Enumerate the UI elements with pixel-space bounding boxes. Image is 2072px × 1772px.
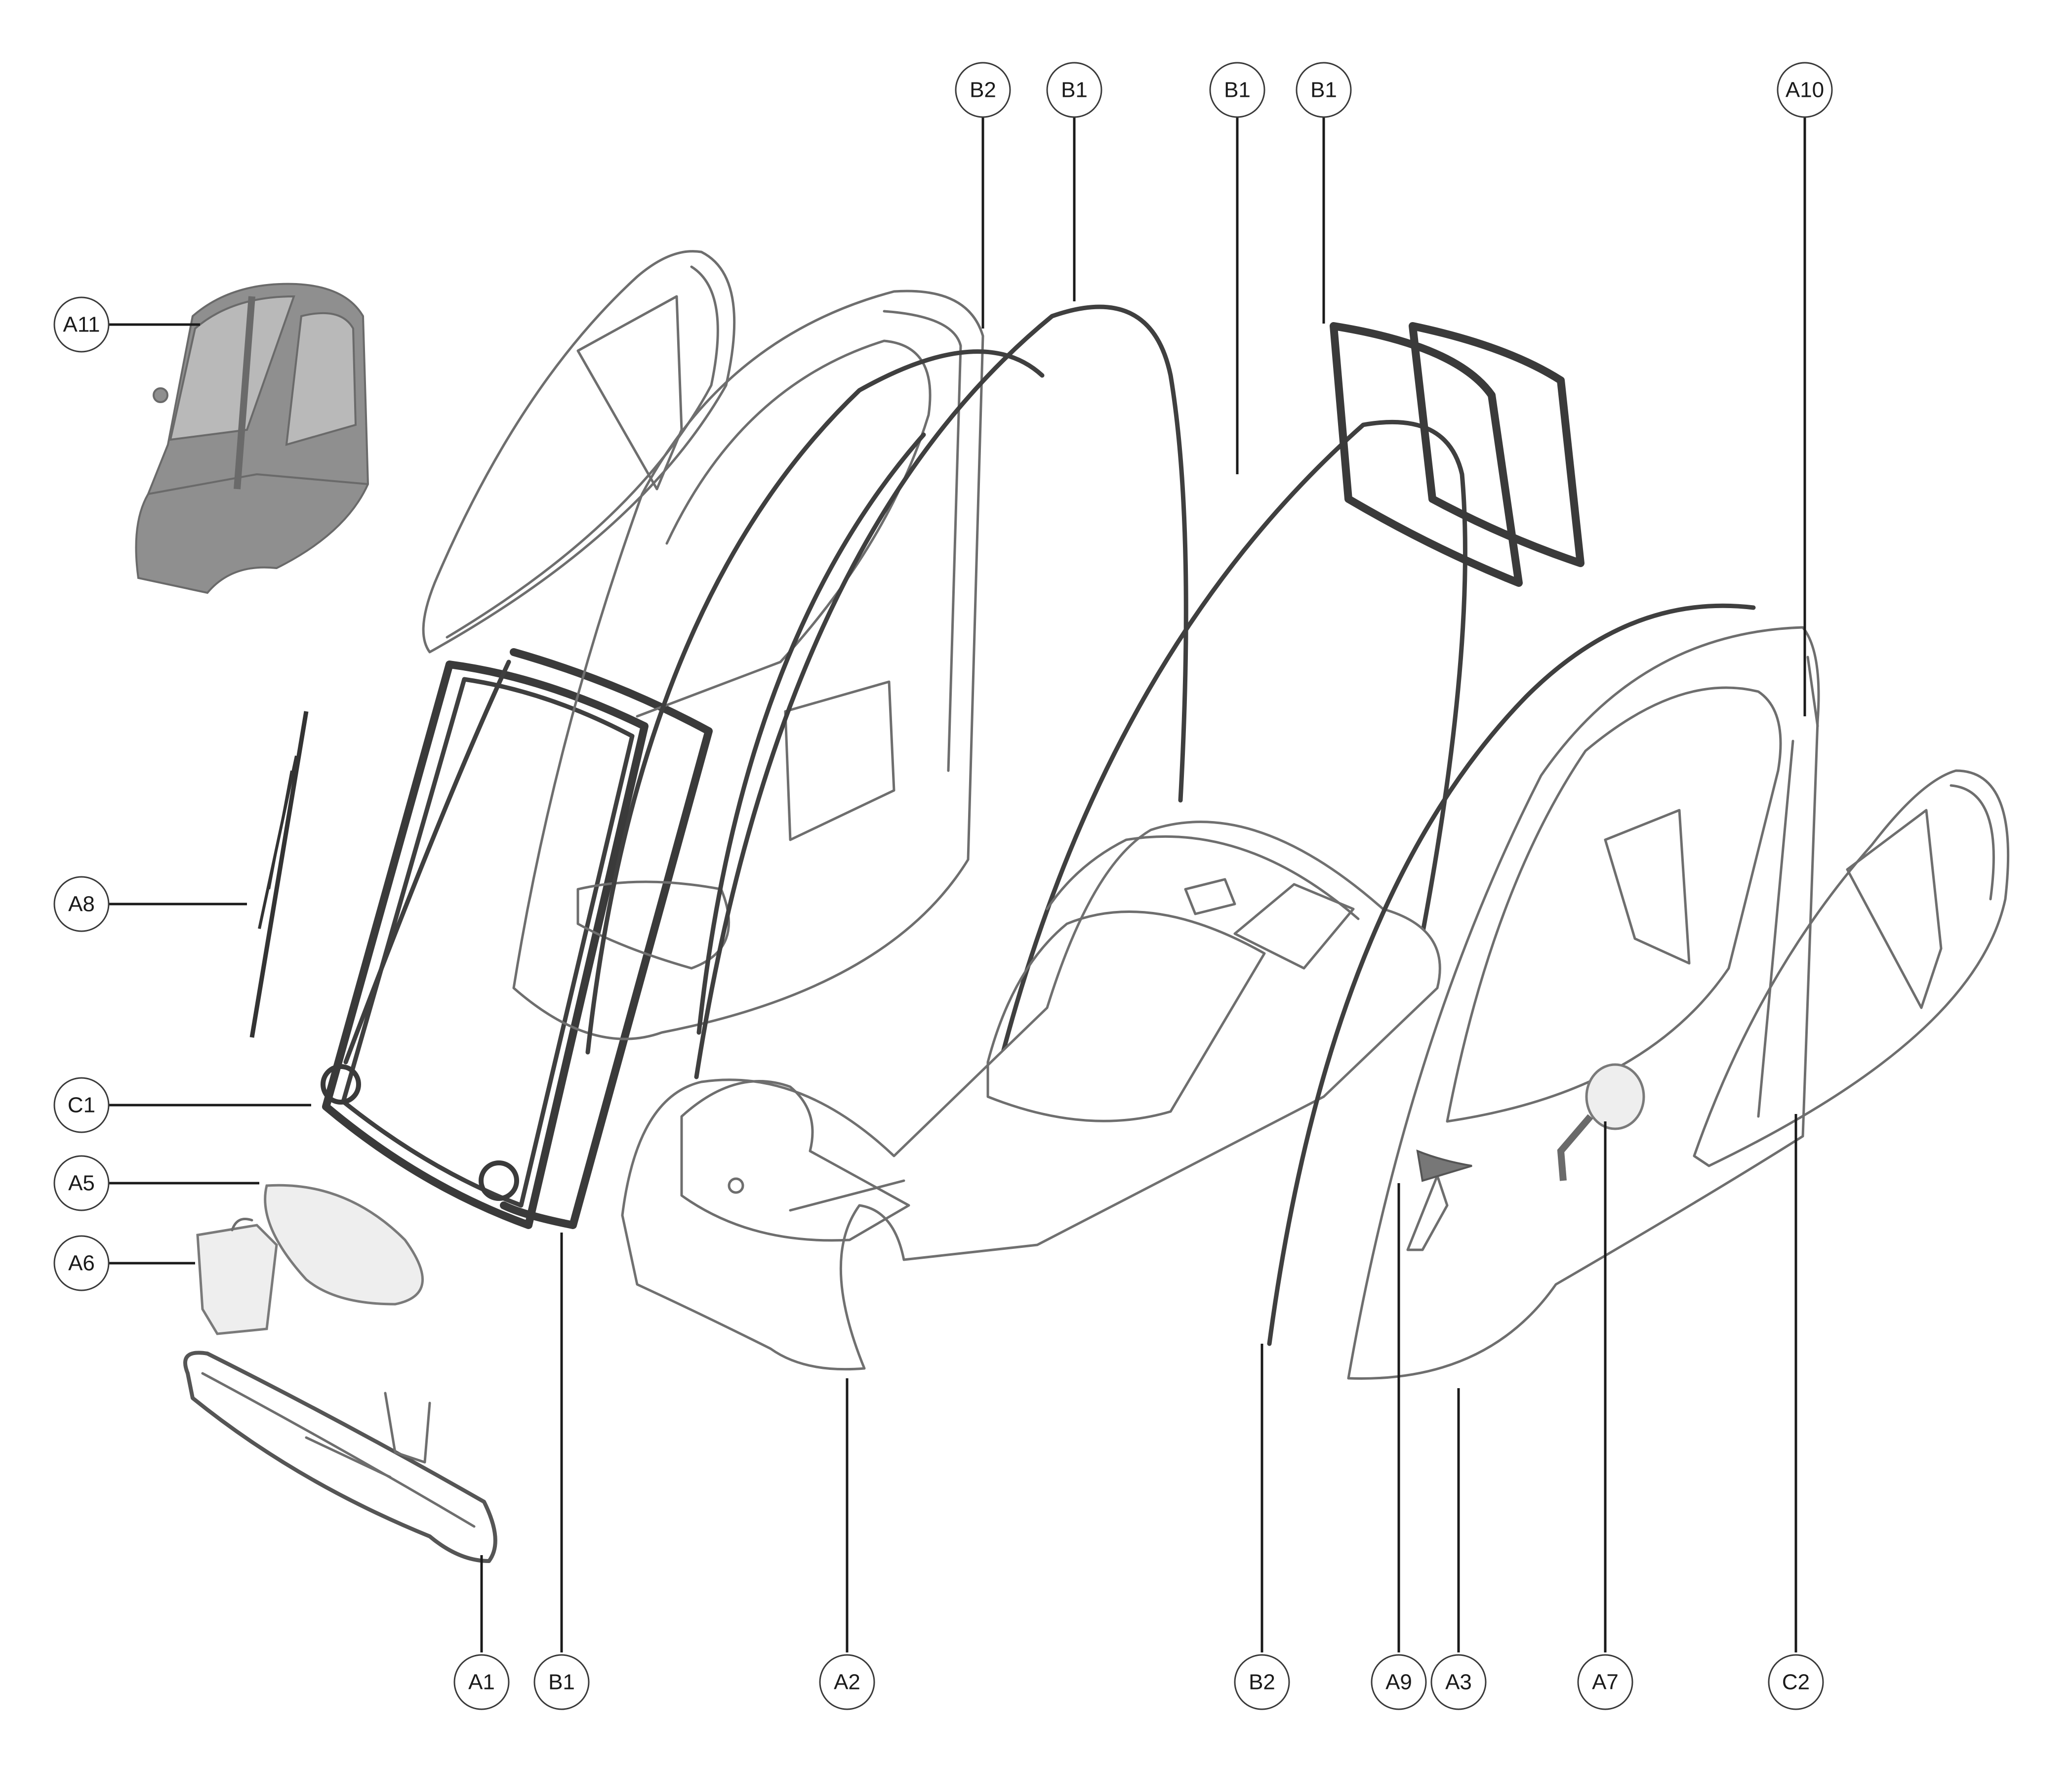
svg-text:A9: A9 bbox=[1385, 1670, 1412, 1694]
svg-text:A8: A8 bbox=[68, 892, 95, 916]
callout-b2-top: B2 bbox=[955, 62, 1011, 118]
leader-lines bbox=[109, 105, 1806, 1652]
callout-a6: A6 bbox=[53, 1235, 110, 1291]
svg-text:B1: B1 bbox=[1224, 78, 1251, 102]
svg-text:B1: B1 bbox=[1061, 78, 1088, 102]
part-a2-body-shell bbox=[621, 821, 1441, 1371]
part-b1-roof-seal-middle bbox=[966, 419, 1467, 1213]
callout-a7: A7 bbox=[1577, 1654, 1633, 1710]
callout-b1-top-left: B1 bbox=[1046, 62, 1102, 118]
callout-a10-top: A10 bbox=[1777, 62, 1833, 118]
part-b2-right-door-seal bbox=[1267, 603, 1756, 1346]
part-left-door-panel bbox=[512, 289, 984, 1040]
svg-text:B1: B1 bbox=[1310, 78, 1337, 102]
part-a8-wiper bbox=[249, 711, 309, 1038]
part-a9-door-handle bbox=[1416, 1149, 1472, 1182]
part-a10-pillar-trim bbox=[1757, 656, 1819, 1118]
svg-text:C1: C1 bbox=[68, 1093, 95, 1117]
callout-a9: A9 bbox=[1371, 1654, 1427, 1710]
callout-c2: C2 bbox=[1768, 1654, 1824, 1710]
part-left-door-window bbox=[422, 250, 736, 654]
part-a1-front-bumper bbox=[183, 1351, 497, 1563]
callout-b1-top-right: B1 bbox=[1296, 62, 1352, 118]
svg-text:A3: A3 bbox=[1445, 1670, 1472, 1694]
svg-text:B2: B2 bbox=[970, 78, 996, 102]
part-b1-rear-window-seals bbox=[1330, 322, 1584, 587]
svg-text:C2: C2 bbox=[1782, 1670, 1810, 1694]
svg-text:A10: A10 bbox=[1786, 78, 1824, 102]
callout-a3: A3 bbox=[1430, 1654, 1487, 1710]
callout-a1: A1 bbox=[453, 1654, 510, 1710]
svg-text:A1: A1 bbox=[468, 1670, 495, 1694]
svg-text:B2: B2 bbox=[1249, 1670, 1275, 1694]
svg-text:A11: A11 bbox=[63, 313, 100, 337]
callout-b2-bottom: B2 bbox=[1234, 1654, 1290, 1710]
callout-c1: C1 bbox=[53, 1077, 110, 1133]
svg-text:A5: A5 bbox=[68, 1171, 95, 1195]
svg-text:B1: B1 bbox=[548, 1670, 575, 1694]
part-b1-windscreen-gasket bbox=[343, 648, 713, 1229]
part-b1-roof-seal-left bbox=[694, 304, 1188, 1079]
svg-text:A2: A2 bbox=[834, 1670, 860, 1694]
svg-text:A6: A6 bbox=[68, 1251, 95, 1276]
callout-a2: A2 bbox=[819, 1654, 875, 1710]
callout-a11: A11 bbox=[53, 296, 110, 353]
callout-b1-bottom: B1 bbox=[533, 1654, 590, 1710]
part-b2-left-door-seal bbox=[585, 349, 1045, 1055]
svg-text:A7: A7 bbox=[1592, 1670, 1619, 1694]
callout-b1-top-middle: B1 bbox=[1209, 62, 1265, 118]
part-c2-rear-right-window bbox=[1693, 769, 2010, 1167]
callout-a5: A5 bbox=[53, 1155, 110, 1211]
part-a11-assembled-cabin bbox=[135, 283, 369, 594]
part-c1-windscreen-seal bbox=[321, 660, 649, 1229]
callout-a8: A8 bbox=[53, 876, 110, 932]
part-a7-mirror bbox=[1557, 1063, 1645, 1181]
part-a6-washer-bottle bbox=[196, 1218, 278, 1335]
part-a5-oval-panel bbox=[264, 1184, 424, 1306]
